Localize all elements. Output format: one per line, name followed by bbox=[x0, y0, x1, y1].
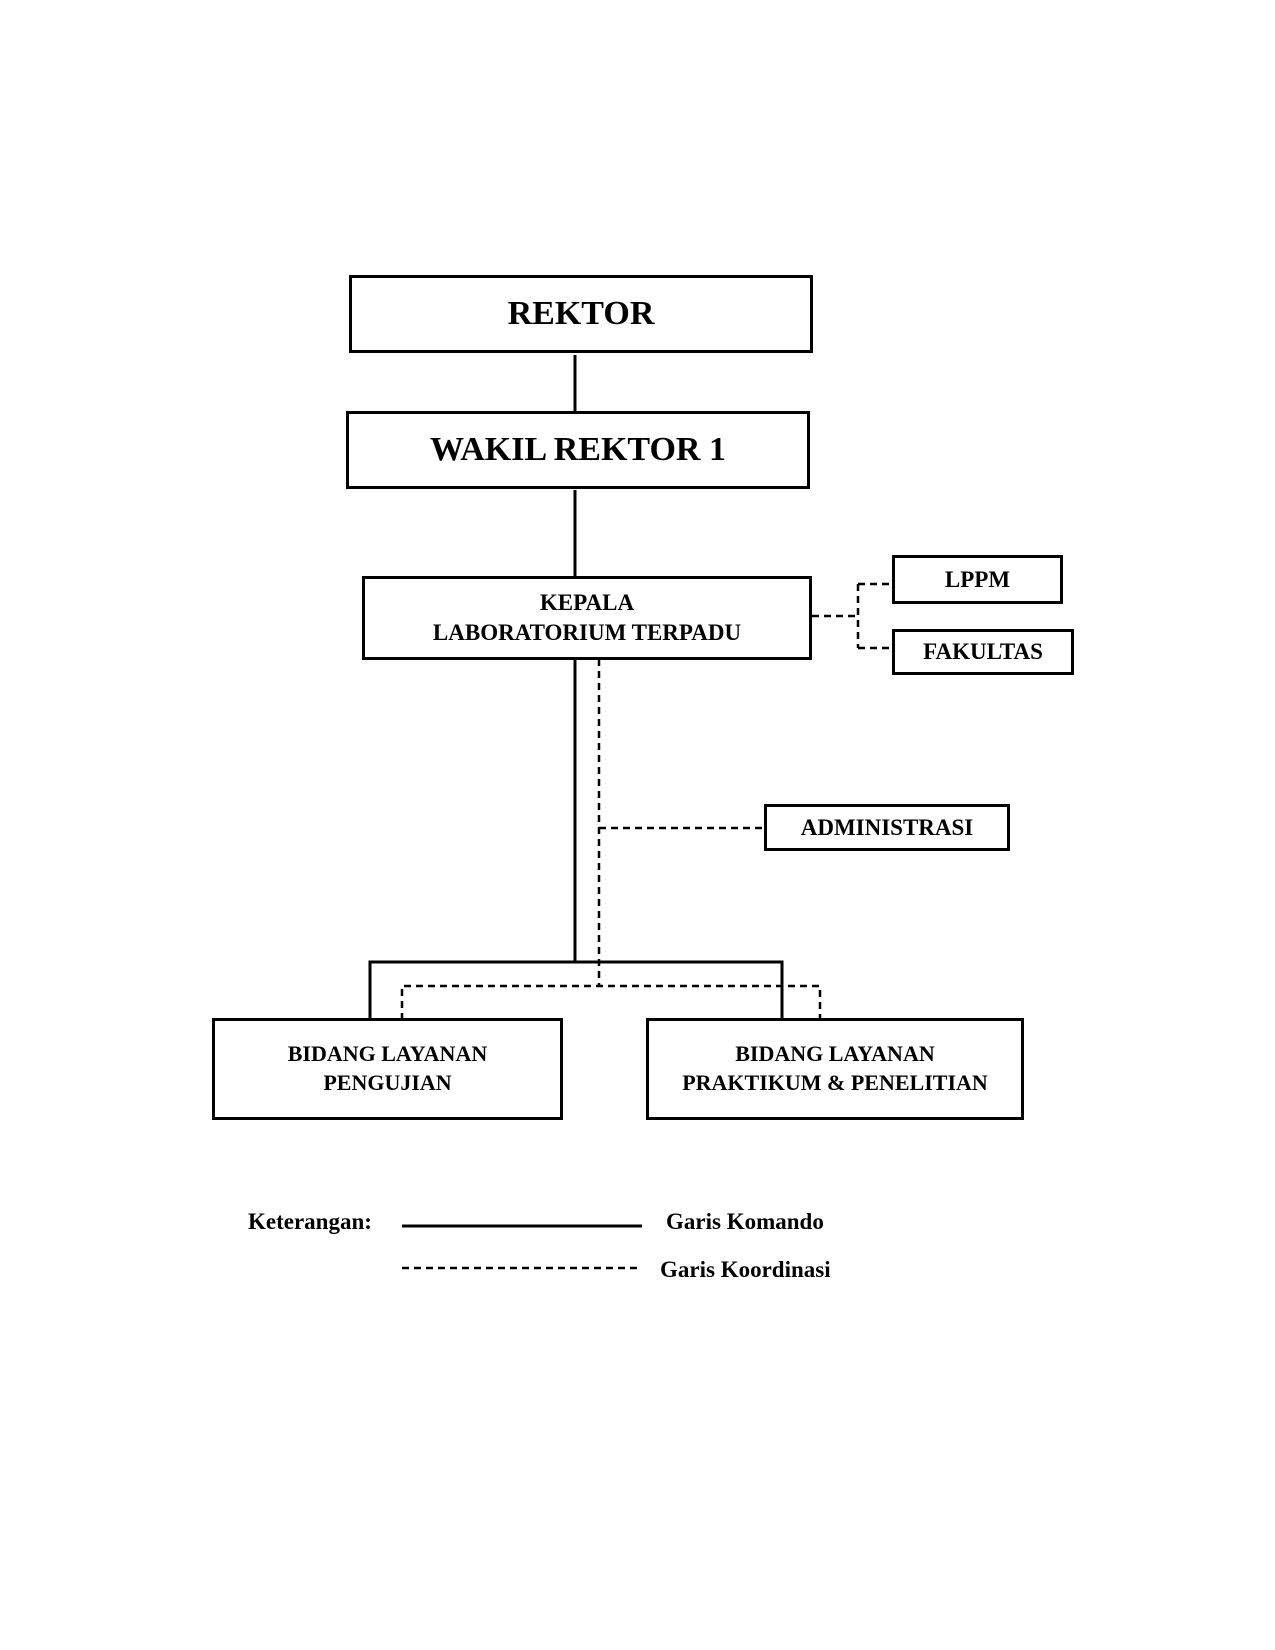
kepala-label-line2: LABORATORIUM TERPADU bbox=[432, 620, 742, 645]
fakultas-label: FAKULTAS bbox=[923, 639, 1043, 665]
command-line-branch bbox=[368, 960, 784, 1020]
bidang-praktikum-label-line1: BIDANG LAYANAN bbox=[735, 1041, 935, 1067]
rektor-box: REKTOR bbox=[349, 275, 813, 353]
bidang-praktikum-label-line2: PRAKTIKUM & PENELITIAN bbox=[682, 1070, 988, 1095]
legend-title: Keterangan: bbox=[248, 1209, 372, 1234]
wakil-rektor-box: WAKIL REKTOR 1 bbox=[346, 411, 810, 489]
wakil-rektor-label: WAKIL REKTOR 1 bbox=[429, 430, 726, 468]
legend-command-label: Garis Komando bbox=[666, 1209, 824, 1234]
kepala-label-line1: KEPALA bbox=[539, 590, 635, 616]
administrasi-label: ADMINISTRASI bbox=[800, 814, 974, 840]
lppm-box: LPPM bbox=[892, 555, 1063, 604]
legend-coordination-label: Garis Koordinasi bbox=[660, 1257, 831, 1282]
fakultas-box: FAKULTAS bbox=[892, 629, 1074, 675]
administrasi-box: ADMINISTRASI bbox=[764, 804, 1010, 851]
bidang-praktikum-box: BIDANG LAYANAN PRAKTIKUM & PENELITIAN bbox=[646, 1018, 1024, 1120]
rektor-label: REKTOR bbox=[507, 294, 655, 332]
bidang-pengujian-box: BIDANG LAYANAN PENGUJIAN bbox=[212, 1018, 563, 1120]
lppm-label: LPPM bbox=[944, 566, 1011, 592]
coordination-line-branch bbox=[400, 984, 822, 1020]
kepala-box: KEPALA LABORATORIUM TERPADU bbox=[362, 576, 812, 660]
bidang-pengujian-label-line1: BIDANG LAYANAN bbox=[287, 1041, 488, 1067]
bidang-pengujian-label-line2: PENGUJIAN bbox=[323, 1070, 452, 1095]
